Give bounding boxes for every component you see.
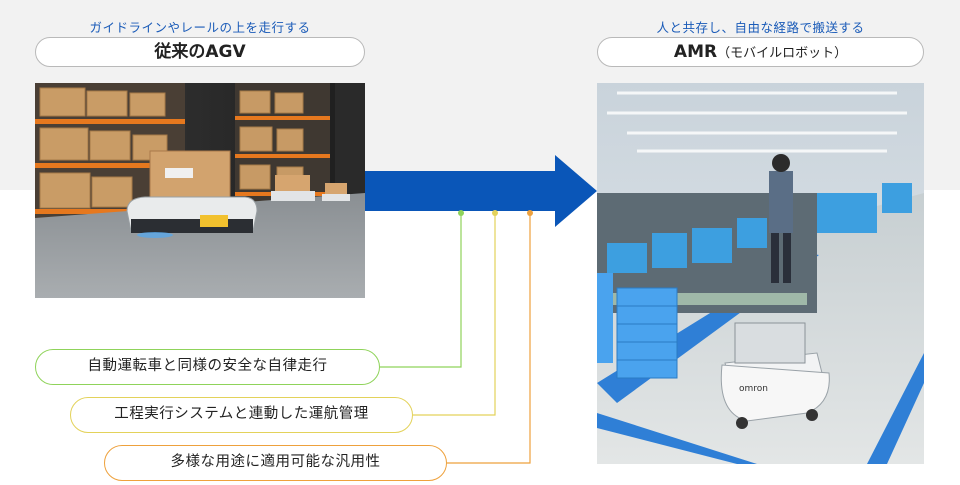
amr-caption: 人と共存し、自由な経路で搬送する xyxy=(656,20,865,35)
agv-caption: ガイドラインやレールの上を走行する xyxy=(89,20,311,35)
amr-title-text: AMR xyxy=(673,42,718,62)
agv-warehouse-photo xyxy=(35,83,365,298)
agv-title-text: 従来のAGV xyxy=(154,42,246,62)
amr-factory-photo: omron xyxy=(597,83,924,464)
robot-brand-text: omron xyxy=(739,384,768,394)
feature-versatility: 多様な用途に適用可能な汎用性 xyxy=(104,445,447,481)
amr-title-sub: （モバイルロボット） xyxy=(717,46,848,61)
right-arrow-icon xyxy=(365,155,597,227)
feature-operation-management: 工程実行システムと連動した運航管理 xyxy=(70,397,413,433)
feature-label: 多様な用途に適用可能な汎用性 xyxy=(170,454,381,470)
agv-title: 従来のAGV xyxy=(35,37,365,67)
feature-label: 工程実行システムと連動した運航管理 xyxy=(114,406,369,422)
feature-autonomous-driving: 自動運転車と同様の安全な自律走行 xyxy=(35,349,380,385)
amr-title: AMR（モバイルロボット） xyxy=(597,37,924,67)
feature-label: 自動運転車と同様の安全な自律走行 xyxy=(87,358,328,374)
